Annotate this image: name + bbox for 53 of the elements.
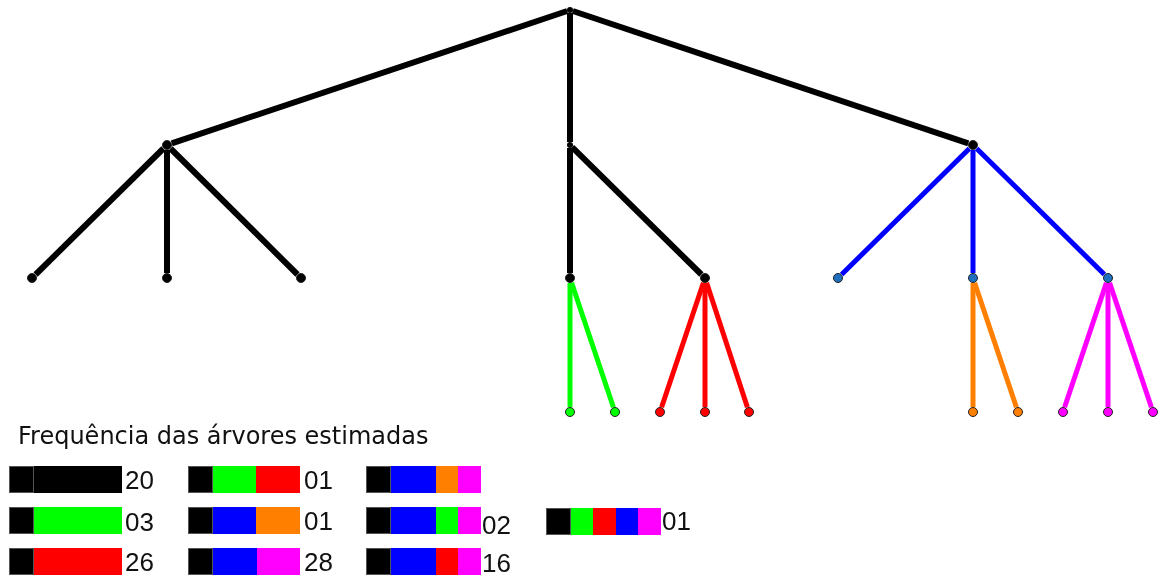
tree-node-dot	[565, 407, 575, 417]
tree-branch	[164, 150, 170, 273]
tree-branch	[970, 150, 976, 273]
junction-point	[567, 7, 573, 13]
tree-node-dot	[968, 140, 978, 150]
tree-branch	[1107, 281, 1154, 409]
legend-title: Frequência das árvores estimadas	[18, 424, 429, 448]
tree-branch	[570, 144, 704, 277]
tree-node-dot	[1058, 407, 1068, 417]
frequency-count: 01	[662, 508, 691, 534]
tree-branch	[970, 283, 976, 407]
tree-branch	[659, 281, 706, 409]
tree-node-dot	[968, 273, 978, 283]
junction-point	[567, 142, 573, 148]
frequency-count: 01	[304, 508, 333, 534]
frequency-count: 26	[125, 549, 154, 575]
tree-node-dot	[700, 273, 710, 283]
tree-branch	[702, 283, 708, 407]
frequency-count: 03	[125, 509, 154, 535]
tree-branch	[1062, 281, 1109, 409]
tree-node-dot	[162, 273, 172, 283]
tree-branch	[567, 148, 573, 273]
tree-branch	[567, 283, 573, 407]
tree-node-dot	[655, 407, 665, 417]
tree-node-dot	[1148, 407, 1158, 417]
tree-branch	[839, 146, 972, 277]
tree-node-dot	[833, 273, 843, 283]
tree-branch	[170, 8, 569, 147]
tree-node-dot	[296, 273, 306, 283]
tree-branch	[571, 8, 970, 147]
tree-branch	[972, 281, 1019, 409]
tree-node-dot	[744, 407, 754, 417]
frequency-count: 01	[304, 467, 333, 493]
tree-node-dot	[565, 273, 575, 283]
tree-node-dot	[27, 273, 37, 283]
tree-node-dot	[1103, 273, 1113, 283]
tree-node-dot	[610, 407, 620, 417]
tree-branch	[974, 146, 1107, 277]
tree-branch	[704, 282, 750, 408]
tree-branch	[567, 13, 573, 142]
tree-node-dot	[1103, 407, 1113, 417]
tree-branch	[569, 281, 616, 409]
tree-branch	[1105, 283, 1111, 407]
tree-branch	[33, 146, 166, 277]
frequency-count: 02	[482, 512, 511, 538]
tree-branch	[168, 146, 300, 277]
tree-node-dot	[162, 140, 172, 150]
frequency-count: 16	[482, 550, 511, 576]
frequency-count: 28	[304, 549, 333, 575]
tree-node-dot	[1013, 407, 1023, 417]
frequency-count: 20	[125, 467, 154, 493]
tree-node-dot	[700, 407, 710, 417]
tree-node-dot	[968, 407, 978, 417]
